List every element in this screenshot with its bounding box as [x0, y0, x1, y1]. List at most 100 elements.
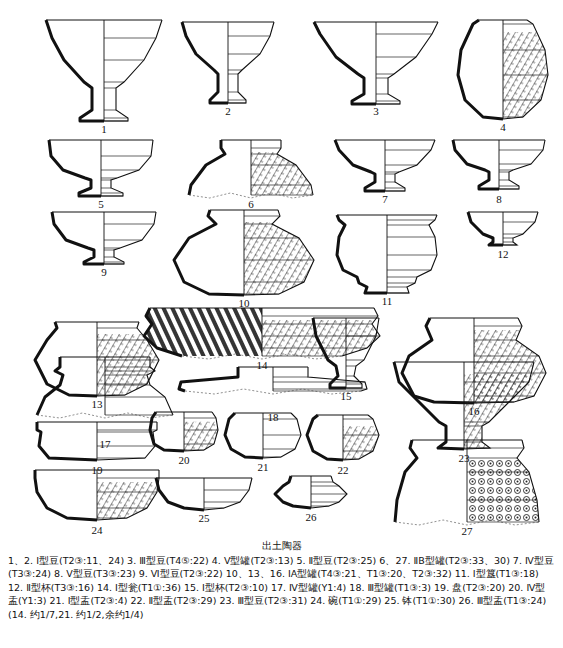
- profile-line: [385, 188, 405, 189]
- profile-line: [104, 110, 116, 111]
- profile-line: [104, 257, 114, 258]
- center-line: [228, 22, 229, 103]
- profile-line: [503, 242, 513, 243]
- profile-line: [97, 340, 147, 341]
- section-wall: [402, 318, 474, 403]
- vessel-drawing: [49, 140, 153, 196]
- profile-line: [376, 74, 394, 75]
- profile-line: [387, 287, 407, 288]
- exterior-outline: [342, 308, 380, 356]
- figure-number: 4: [500, 122, 506, 133]
- vessel-drawing: [37, 422, 157, 460]
- section-wall: [174, 210, 244, 295]
- vessel-drawing: [46, 20, 162, 121]
- figure-number: 10: [239, 298, 250, 309]
- exterior-outline: [228, 22, 274, 103]
- profile-line: [346, 336, 376, 337]
- vessel-drawing: [307, 415, 473, 471]
- vessel-drawing: [35, 470, 227, 532]
- profile-line: [97, 508, 147, 509]
- section-wall: [37, 357, 63, 415]
- figure-number: 14: [257, 360, 268, 371]
- profile-line: [464, 382, 529, 383]
- figure-number: 16: [469, 406, 480, 417]
- surface-texture: [97, 482, 227, 532]
- profile-line: [387, 283, 415, 284]
- exterior-outline: [97, 422, 157, 460]
- profile-line: [343, 451, 373, 452]
- profile-line: [311, 494, 347, 495]
- center-line: [385, 140, 386, 191]
- break-line: [395, 520, 539, 525]
- profile-line: [346, 366, 356, 367]
- figure-number: 22: [338, 465, 349, 476]
- section-wall: [150, 412, 184, 451]
- surface-texture: [251, 152, 381, 207]
- section-wall: [156, 478, 204, 510]
- center-line: [184, 412, 185, 451]
- center-line: [376, 22, 377, 104]
- profile-line: [376, 34, 432, 35]
- vessel-drawing: [189, 140, 381, 207]
- exterior-outline: [387, 215, 437, 293]
- exterior-outline: [385, 140, 435, 191]
- profile-line: [105, 367, 150, 368]
- figure-number: 18: [268, 412, 279, 423]
- profile-line: [499, 180, 509, 181]
- center-line: [499, 140, 500, 189]
- profile-line: [104, 60, 144, 61]
- center-line: [346, 318, 347, 388]
- profile-line: [104, 250, 114, 251]
- exterior-outline: [244, 210, 314, 295]
- figure-number: 11: [382, 296, 393, 307]
- section-wall: [179, 367, 238, 391]
- profile-line: [503, 100, 541, 101]
- center-line: [262, 308, 263, 356]
- section-wall: [35, 470, 97, 520]
- exterior-outline: [517, 440, 539, 522]
- center-line: [503, 20, 504, 119]
- center-line: [464, 362, 465, 449]
- profile-line: [97, 384, 147, 385]
- figure-title: 出土陶器: [0, 539, 563, 553]
- section-wall: [46, 20, 104, 121]
- exterior-outline: [101, 140, 153, 196]
- figure-number: 20: [179, 455, 190, 466]
- profile-line: [104, 38, 156, 39]
- profile-line: [346, 360, 364, 361]
- vessel-drawing: [395, 440, 563, 540]
- vessel-drawing: [468, 212, 538, 245]
- profile-line: [97, 432, 153, 433]
- profile-line: [474, 326, 522, 327]
- figure-number: 24: [92, 525, 103, 536]
- profile-line: [467, 448, 524, 449]
- profile-line: [464, 426, 482, 427]
- exterior-outline: [204, 478, 252, 510]
- center-line: [273, 367, 274, 391]
- surface-texture: [184, 422, 314, 461]
- center-line: [97, 470, 98, 520]
- profile-line: [104, 224, 154, 225]
- figure-number: 2: [225, 106, 231, 117]
- exterior-outline: [147, 357, 173, 415]
- profile-line: [104, 118, 128, 119]
- profile-line: [385, 165, 417, 166]
- profile-line: [376, 101, 400, 102]
- profile-line: [97, 328, 137, 329]
- profile-line: [105, 371, 155, 372]
- figure-number: 17: [100, 439, 111, 450]
- profile-line: [503, 234, 523, 235]
- profile-line: [184, 444, 214, 445]
- section-wall: [37, 422, 97, 460]
- vessel-drawing: [150, 412, 314, 461]
- profile-line: [262, 316, 378, 317]
- exterior-outline: [376, 22, 438, 104]
- section-wall: [337, 215, 387, 293]
- exterior-outline: [503, 212, 538, 245]
- profile-line: [311, 502, 339, 503]
- exterior-outline: [184, 412, 218, 451]
- profile-line: [263, 435, 301, 436]
- profile-line: [343, 419, 373, 420]
- profile-line: [104, 240, 142, 241]
- surface-texture: [467, 458, 563, 540]
